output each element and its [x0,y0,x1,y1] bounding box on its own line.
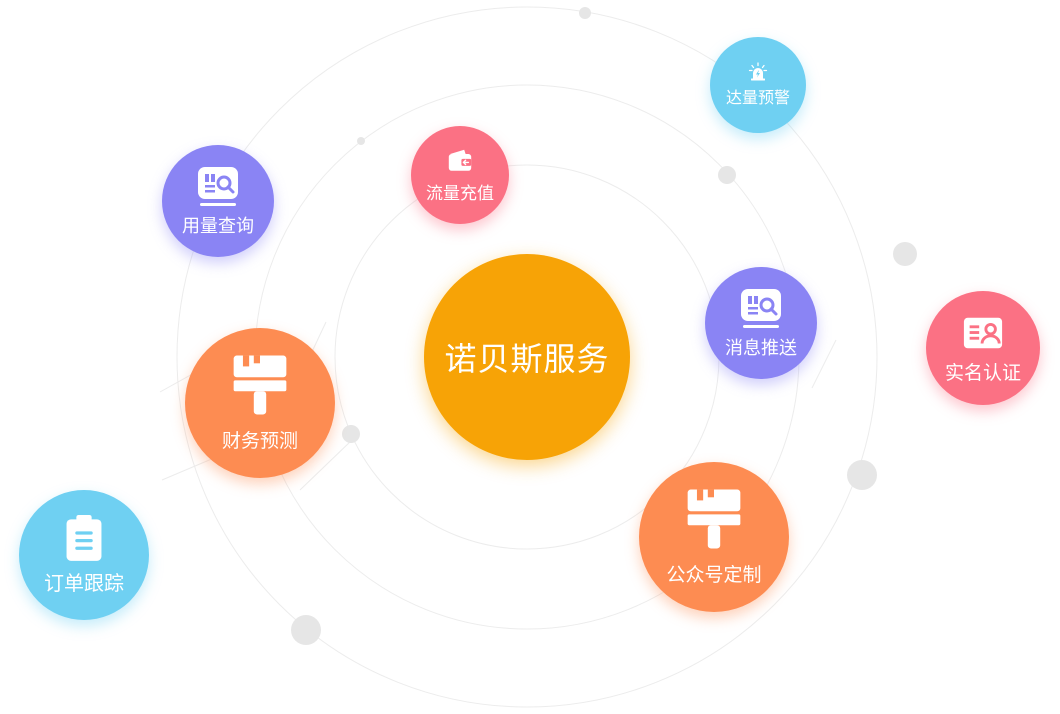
center-label: 诺贝斯服务 [444,340,610,378]
orbit-dot [893,242,917,266]
service-label: 流量充值 [426,183,494,203]
service-label: 财务预测 [221,430,298,452]
orbit-dot [847,460,877,490]
search-card-icon [739,287,783,331]
orbit-dot [579,7,591,19]
service-usage[interactable]: 用量查询 [162,145,274,257]
service-label: 用量查询 [182,216,254,237]
service-label: 消息推送 [725,338,797,359]
orbit-streak [161,457,215,481]
search-card-icon [196,165,240,209]
clipboard-icon [60,515,108,563]
siren-icon [748,62,768,82]
service-order[interactable]: 订单跟踪 [19,490,149,620]
wallet-icon [446,147,474,175]
service-realname[interactable]: 实名认证 [926,291,1040,405]
service-label: 达量预警 [725,90,790,108]
orbit-dot [291,615,321,645]
service-label: 公众号定制 [666,564,762,586]
orbit-dot [357,137,365,145]
orbit-dot [718,166,736,184]
orbit-ring-outer [176,6,878,708]
id-card-icon [962,312,1004,354]
center-node: 诺贝斯服务 [424,254,630,460]
orbit-streak [299,439,353,491]
service-push[interactable]: 消息推送 [705,267,817,379]
service-alert[interactable]: 达量预警 [710,37,806,133]
orbit-streak [811,339,837,389]
paint-brush-icon [683,488,745,550]
service-label: 订单跟踪 [44,573,124,595]
service-finance[interactable]: 财务预测 [185,328,335,478]
service-label: 实名认证 [944,362,1021,384]
service-recharge[interactable]: 流量充值 [411,126,509,224]
service-official[interactable]: 公众号定制 [639,462,789,612]
orbit-dot [342,425,360,443]
paint-brush-icon [229,354,291,416]
